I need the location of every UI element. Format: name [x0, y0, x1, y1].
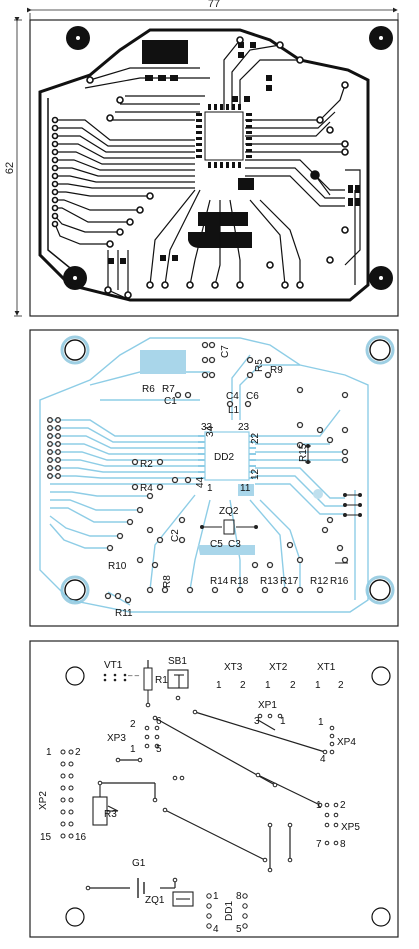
label-R14: R14: [210, 576, 229, 587]
label-xt1-1: 1: [315, 680, 321, 691]
connector-XP2: [60, 749, 74, 839]
label-dd1-8: 8: [236, 891, 242, 902]
label-R12: R12: [310, 576, 329, 587]
label-xp3-6: 6: [156, 716, 162, 727]
label-xp2-2: 2: [75, 747, 81, 758]
label-L1: L1: [228, 405, 240, 416]
pin-11: 11: [240, 483, 251, 494]
label-xp2-15: 15: [40, 832, 52, 843]
connector-XP5: [324, 802, 339, 846]
label-R13: R13: [260, 576, 279, 587]
label-dd1-4: 4: [213, 924, 219, 935]
panel-assembly-layer: VT1 R1 SB1 XT3 XT2 XT1 1 2 1 2 1 2 XP1 3…: [29, 640, 399, 938]
switch-SB1: [167, 669, 189, 689]
chip-DD1: [206, 893, 248, 929]
label-VT1: VT1: [104, 660, 123, 671]
label-C4: C4: [226, 391, 239, 402]
label-R10: R10: [108, 561, 127, 572]
label-xp3-1: 1: [130, 744, 136, 755]
label-xp1-3: 3: [254, 716, 260, 727]
connector-XP1: [257, 713, 283, 719]
label-R9: R9: [270, 365, 283, 376]
label-R6: R6: [142, 384, 155, 395]
label-XT1: XT1: [317, 662, 336, 673]
battery-G1: [137, 878, 145, 898]
label-xp2-16: 16: [75, 832, 87, 843]
label-R3: R3: [104, 809, 117, 820]
label-C7: C7: [220, 345, 231, 358]
panel-copper-layer: [29, 19, 399, 317]
label-XP2: XP2: [38, 791, 49, 810]
label-xp5-1: 1: [316, 800, 322, 811]
connector-XP4: [329, 725, 335, 755]
label-dd1-5: 5: [236, 924, 242, 935]
label-R2: R2: [140, 459, 153, 470]
label-xp5-2: 2: [340, 800, 346, 811]
label-R16: R16: [330, 576, 349, 587]
dimension-width: 77: [27, 0, 399, 20]
label-R11: R11: [115, 608, 133, 619]
label-G1: G1: [132, 858, 146, 869]
label-XT3: XT3: [224, 662, 243, 673]
label-DD1: DD1: [224, 901, 235, 921]
label-ZQ2: ZQ2: [219, 506, 239, 517]
label-XP1: XP1: [258, 700, 277, 711]
label-xt1-2: 2: [338, 680, 344, 691]
label-R4: R4: [140, 483, 153, 494]
pin-1: 1: [207, 483, 213, 494]
dimension-height: 62: [4, 17, 22, 317]
label-xt3-1: 1: [216, 680, 222, 691]
pin-22: 22: [250, 432, 261, 444]
dimension-width-label: 77: [208, 0, 220, 10]
label-XP5: XP5: [341, 822, 360, 833]
label-dd1-1: 1: [213, 891, 219, 902]
label-xt3-2: 2: [240, 680, 246, 691]
label-R5: R5: [254, 359, 265, 372]
label-R17: R17: [280, 576, 299, 587]
panel-component-layer: R6 R7 C1 C7 R5 R9 C4 C6 L1 34 33 23 22 R…: [29, 329, 399, 627]
label-xt2-1: 1: [265, 680, 271, 691]
pin-23: 23: [238, 422, 250, 433]
label-SB1: SB1: [168, 656, 187, 667]
pin-34: 34: [205, 425, 216, 437]
label-DD2: DD2: [214, 452, 234, 463]
label-xp3-2: 2: [130, 719, 136, 730]
label-ZQ1: ZQ1: [145, 895, 165, 906]
label-xp5-8: 8: [340, 839, 346, 850]
label-C6: C6: [246, 391, 259, 402]
label-xp1-1: 1: [280, 716, 286, 727]
pin-33: 33: [201, 422, 213, 433]
connector-XP3: [144, 725, 160, 749]
label-C1: C1: [164, 396, 177, 407]
potentiometer-R3: [92, 783, 119, 826]
pin-44: 44: [195, 476, 206, 488]
resistor-R1: [143, 667, 153, 691]
label-XT2: XT2: [269, 662, 288, 673]
label-C3: C3: [228, 539, 241, 550]
label-R1: R1: [155, 675, 168, 686]
label-xt2-2: 2: [290, 680, 296, 691]
label-R15: R15: [298, 443, 309, 462]
label-xp4-1: 1: [318, 717, 324, 728]
label-R18: R18: [230, 576, 249, 587]
label-xp2-1: 1: [46, 747, 52, 758]
label-vt1-pins: – –: [128, 671, 140, 680]
crystal-ZQ1: [172, 891, 194, 907]
label-R8: R8: [162, 575, 173, 588]
label-XP3: XP3: [107, 733, 126, 744]
label-xp5-7: 7: [316, 839, 322, 850]
label-C2: C2: [170, 529, 181, 542]
label-xp3-5: 5: [156, 744, 162, 755]
label-XP4: XP4: [337, 737, 356, 748]
dimension-height-label: 62: [4, 162, 16, 174]
label-xp4-4: 4: [320, 754, 326, 765]
label-C5: C5: [210, 539, 223, 550]
label-R7: R7: [162, 384, 175, 395]
pin-12: 12: [250, 468, 261, 480]
